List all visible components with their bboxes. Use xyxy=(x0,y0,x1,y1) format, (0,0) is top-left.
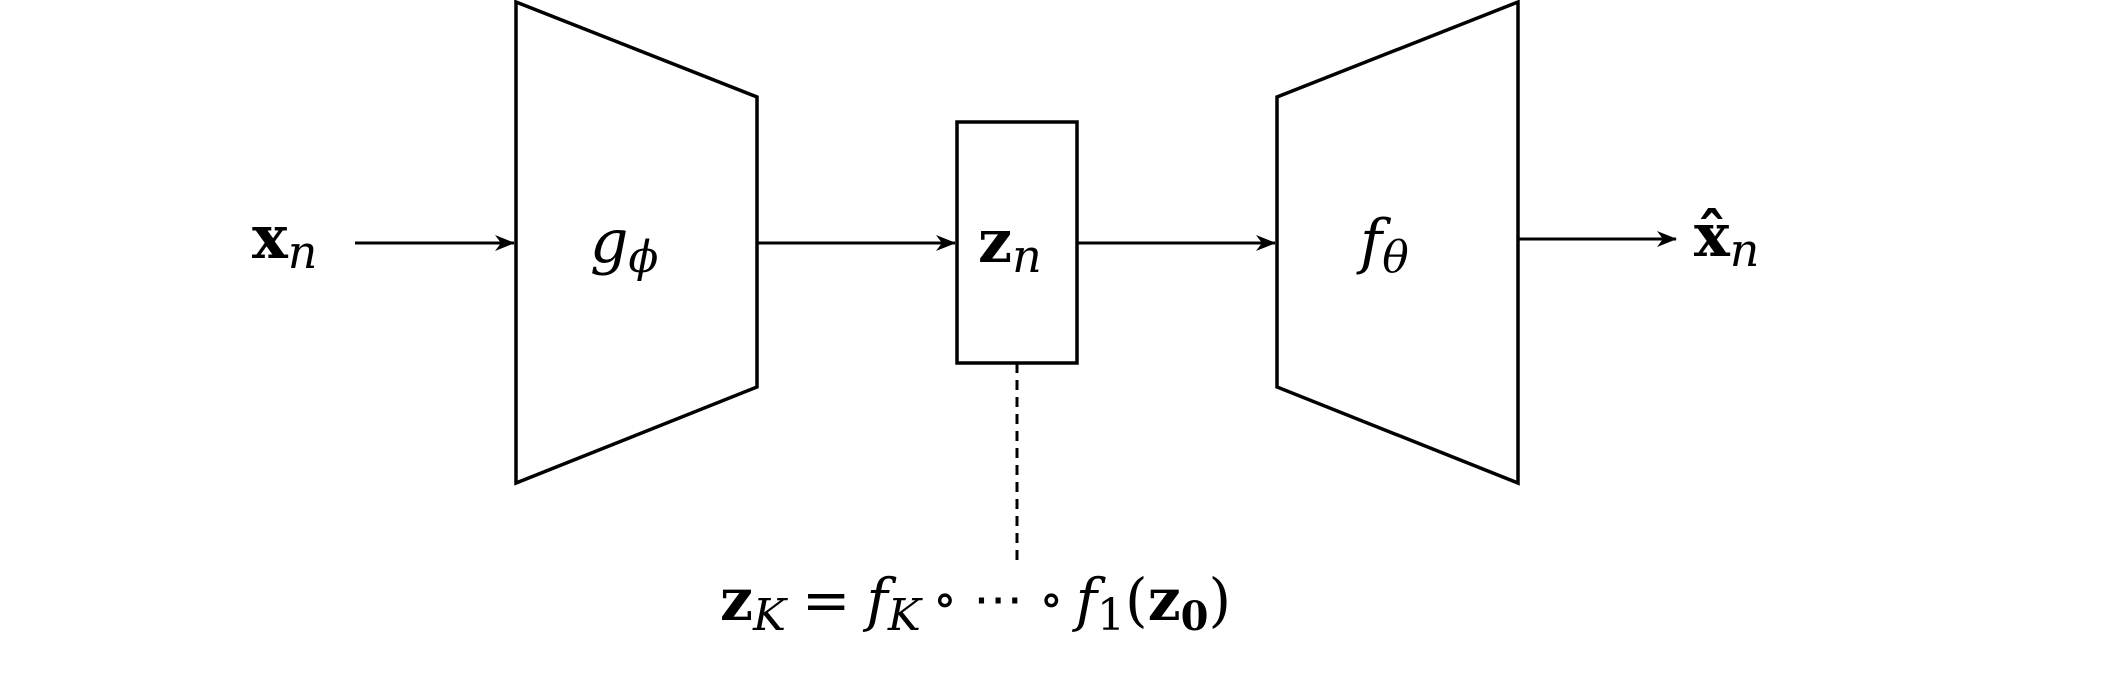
encoder-label: gϕ xyxy=(590,207,658,283)
output-label: x̂n xyxy=(1694,201,1759,277)
latent-box xyxy=(955,120,1079,365)
decoder-block xyxy=(1275,0,1520,486)
latent-label: zn xyxy=(978,207,1042,283)
input-label: xn xyxy=(252,203,317,279)
flow-equation: zK=fK∘ ⋯ ∘f1(z0) xyxy=(720,566,1231,641)
encoder-block xyxy=(514,0,759,486)
